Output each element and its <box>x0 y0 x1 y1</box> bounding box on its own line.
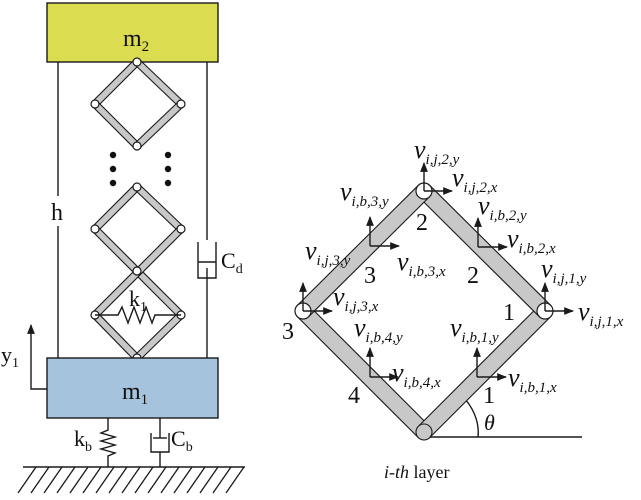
joint-label-2: 2 <box>416 210 428 236</box>
angle-arc <box>465 399 479 438</box>
velocity-label-i-j-2-y: vi,j,2,y <box>414 135 460 168</box>
hatch-line <box>186 466 206 494</box>
damper-cd-label: Cd <box>221 248 243 277</box>
spring-k1 <box>95 305 181 325</box>
damper-cd <box>197 242 217 279</box>
layer-detail: θ 1 2 3 1 2 3 4 <box>282 135 624 482</box>
hatch-line <box>43 466 63 494</box>
base-spring-kb <box>98 418 118 467</box>
pin-joint <box>132 182 142 192</box>
velocity-label-i-j-1-x: vi,j,1,x <box>578 297 624 330</box>
joint-label-3: 3 <box>282 319 294 345</box>
velocity-label-i-j-1-y: vi,j,1,y <box>541 254 587 287</box>
hatch-line <box>69 466 89 494</box>
mass-m1 <box>46 357 219 419</box>
layer-links <box>294 182 554 441</box>
pin-joint <box>90 224 100 234</box>
velocity-label-i-b-1-y: vi,b,1,y <box>450 313 499 346</box>
velocity-label-i-b-3-y: vi,b,3,y <box>340 177 389 210</box>
scissor-link <box>133 100 185 150</box>
scissor-link <box>133 58 185 108</box>
velocity-label-i-b-3-x: vi,b,3,x <box>397 247 446 280</box>
link-label-2: 2 <box>467 263 479 289</box>
velocity-label-i-b-2-y: vi,b,2,y <box>478 191 527 224</box>
hatch-line <box>30 466 50 494</box>
velocity-label-i-b-4-y: vi,b,4,y <box>354 313 403 346</box>
hatch-line <box>173 466 193 494</box>
hatch-line <box>225 466 245 494</box>
scissor-link <box>91 311 141 362</box>
displacement-y1-label: y1 <box>1 342 19 371</box>
velocity-label-i-j-2-x: vi,j,2,x <box>452 163 498 196</box>
hatch-line <box>147 466 167 494</box>
ellipsis-dots <box>109 151 172 187</box>
ground-hatching <box>17 466 245 494</box>
scissor-link <box>133 183 185 233</box>
hatch-line <box>121 466 141 494</box>
base-damper-cb <box>150 418 170 467</box>
hatch-line <box>17 466 37 494</box>
height-label: h <box>51 200 63 226</box>
angle-theta-label: θ <box>484 410 495 435</box>
scissor-mechanism <box>90 57 186 363</box>
pin-joint <box>132 141 142 151</box>
hatch-line <box>56 466 76 494</box>
base-spring-kb-label: kb <box>74 426 92 455</box>
scissor-link <box>91 183 141 233</box>
hatch-line <box>95 466 115 494</box>
hatch-line <box>212 466 232 494</box>
scissor-link <box>91 100 141 150</box>
velocity-arrows <box>299 162 574 381</box>
pin-joint <box>132 266 142 276</box>
hatch-line <box>108 466 128 494</box>
mass-m1-label: m1 <box>122 379 148 408</box>
hatch-line <box>134 466 154 494</box>
system-model: Cd h m2 k1 m1 y1 kb Cb <box>1 2 245 494</box>
pin-joint <box>90 99 100 109</box>
velocity-label-i-b-4-x: vi,b,4,x <box>392 358 441 391</box>
hatch-line <box>199 466 219 494</box>
velocity-label-i-b-2-x: vi,b,2,x <box>507 224 556 257</box>
pin-joint <box>176 224 186 234</box>
velocity-label-i-j-3-x: vi,j,3,x <box>333 282 379 315</box>
base-damper-cb-label: Cb <box>171 426 193 455</box>
scissor-link <box>91 58 141 108</box>
pin-joint <box>176 99 186 109</box>
velocity-label-i-j-3-y: vi,j,3,y <box>305 236 351 269</box>
hatch-line <box>160 466 180 494</box>
velocity-label-i-b-1-x: vi,b,1,x <box>508 363 557 396</box>
pin-joint <box>132 57 142 67</box>
mass-m2-label: m2 <box>123 26 149 55</box>
displacement-y1-arrow <box>27 324 47 390</box>
velocity-labels: vi,j,2,yvi,j,2,xvi,b,2,yvi,b,2,x vi,b,3,y… <box>305 135 624 396</box>
link-label-1: 1 <box>483 383 495 409</box>
spring-k1-label: k1 <box>129 286 147 315</box>
hatch-line <box>82 466 102 494</box>
link-label-3: 3 <box>364 263 376 289</box>
link-label-4: 4 <box>348 383 360 409</box>
bottom-joint <box>415 423 433 441</box>
layer-caption: i-th layer <box>384 462 449 482</box>
joint-label-1: 1 <box>503 300 515 326</box>
